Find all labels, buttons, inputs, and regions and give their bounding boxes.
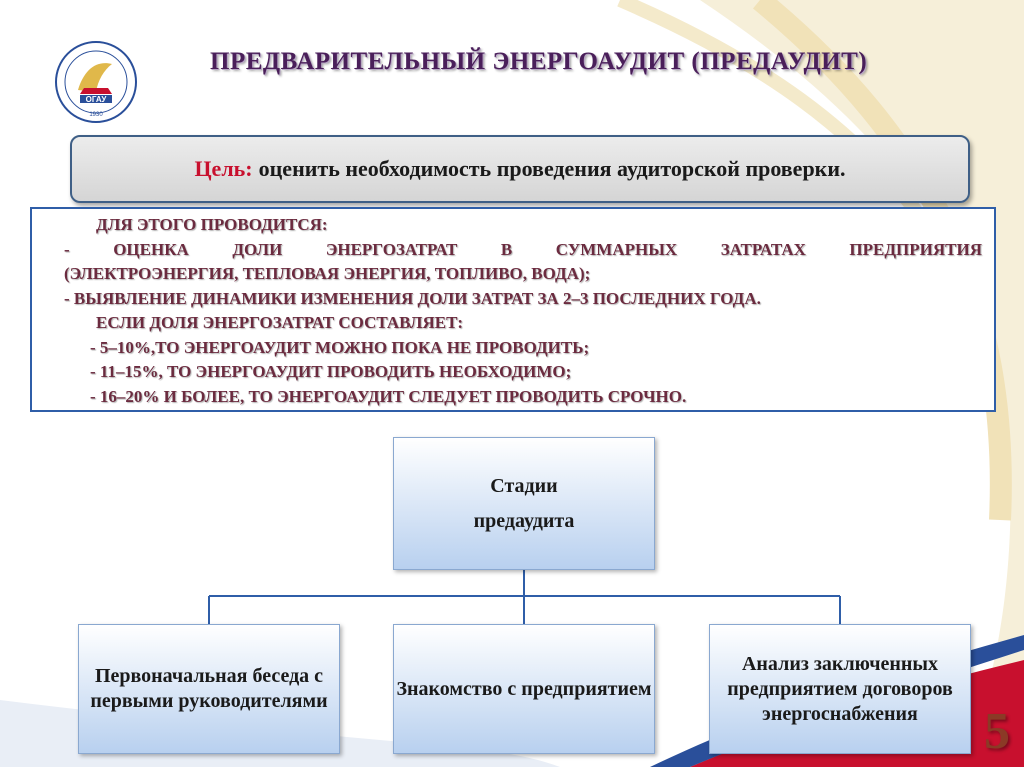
goal-text: оценить необходимость проведения аудитор… [258,156,846,181]
info-line: (электроэнергия, тепловая энергия, топли… [64,264,591,283]
child-node: Анализ заключенных предприятием договоро… [709,624,971,754]
slide-title: ПРЕДВАРИТЕЛЬНЫЙ ЭНЕРГОАУДИТ (ПРЕДАУДИТ) [210,48,868,75]
info-line: - выявление динамики изменения доли затр… [64,288,761,308]
child-node: Знакомство с предприятием [393,624,655,754]
root-node: Стадии предаудита [393,437,655,570]
root-node-line: предаудита [473,509,575,532]
goal-box: Цель: оценить необходимость проведения а… [70,135,970,203]
info-line: - 11–15%, то энергоаудит проводить необх… [90,362,572,381]
goal-label: Цель: [194,156,253,181]
university-logo: ОГАУ 1930 [55,41,137,123]
info-line: - оценка доли энергозатрат в суммарных з… [64,239,982,259]
page-number: 5 [984,703,1010,760]
info-line: Для этого проводится: [96,215,328,234]
child-node: Первоначальная беседа с первыми руководи… [78,624,340,754]
info-line: Если доля энергозатрат составляет: [96,313,464,332]
root-node-line: Стадии [490,474,558,497]
svg-text:ОГАУ: ОГАУ [86,95,108,104]
info-line: - 5–10%,то энергоаудит можно пока не про… [90,337,590,357]
info-box: Для этого проводится: - оценка доли энер… [30,207,996,412]
info-line: - 16–20% и более, то энергоаудит следует… [90,386,687,406]
svg-text:1930: 1930 [89,112,103,118]
